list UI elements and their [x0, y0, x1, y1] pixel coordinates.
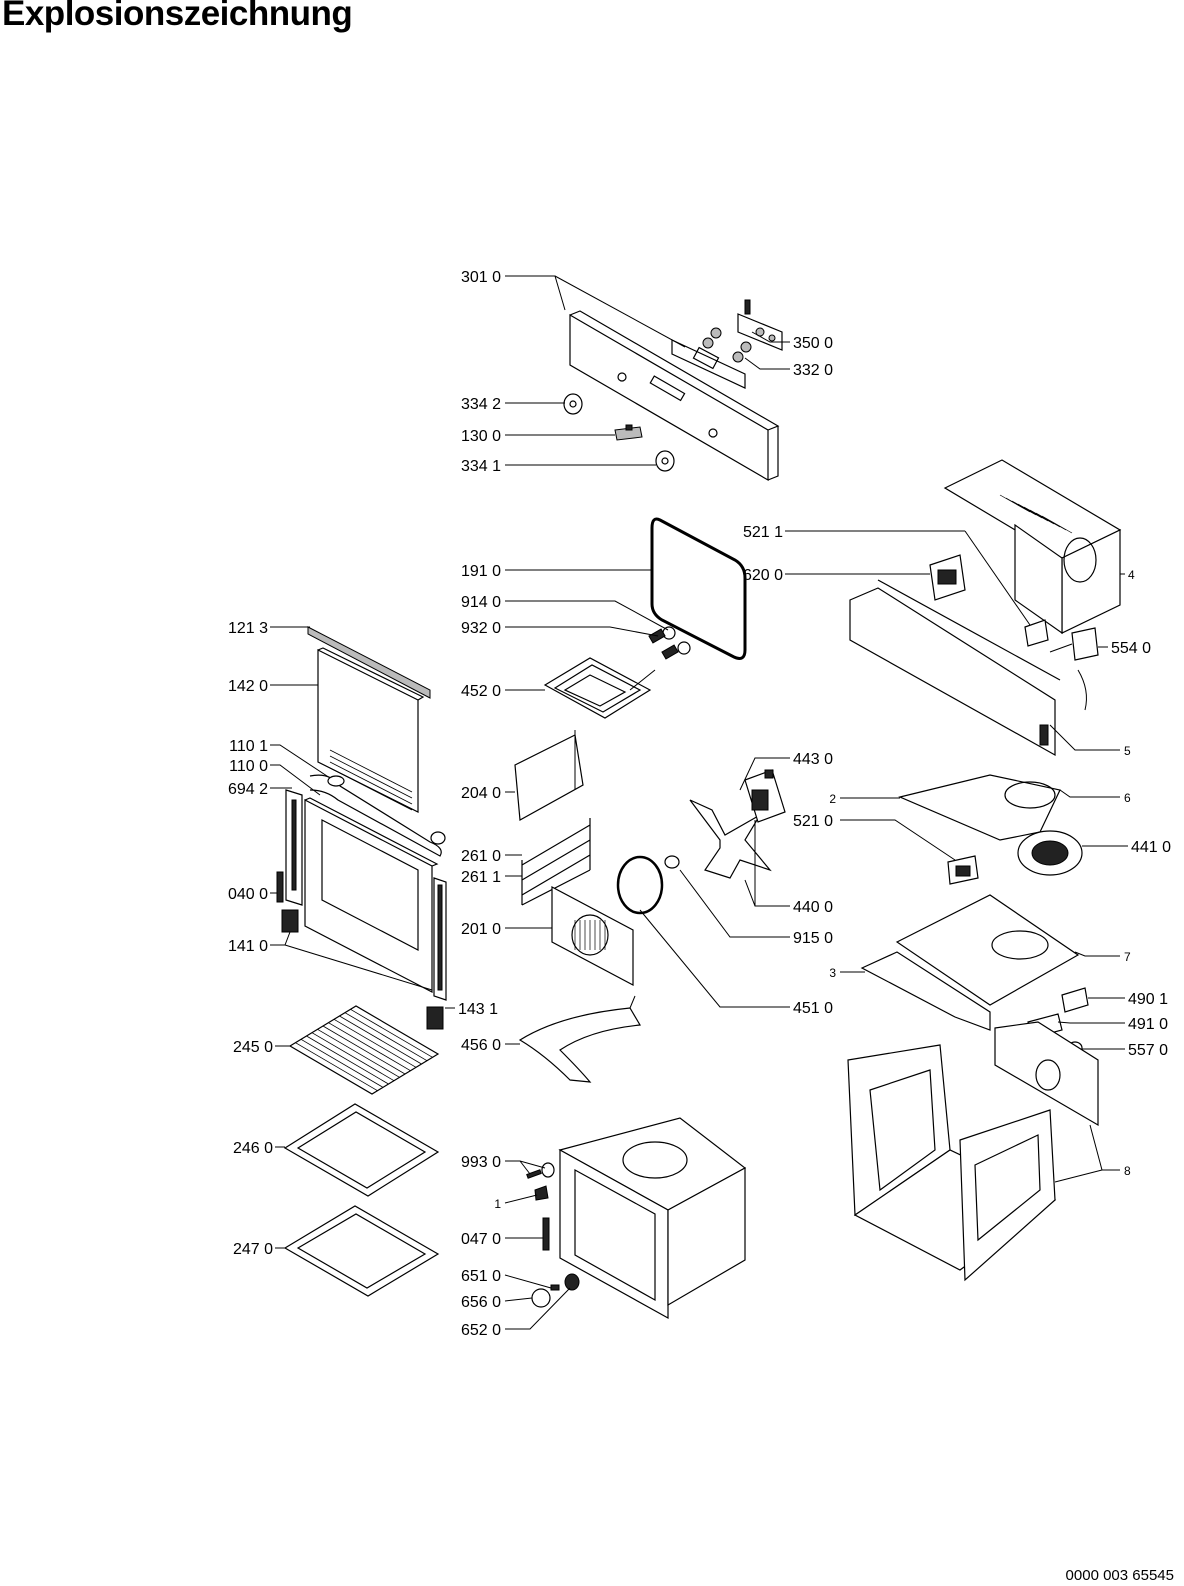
callout-labels: 301 0 350 0 332 0 334 2 130 0 334 1 521 …: [228, 269, 1171, 1339]
callout: 557 0: [1128, 1042, 1168, 1059]
callout: 5: [1124, 744, 1131, 758]
grill-heating-element-part: [543, 657, 656, 719]
callout: 130 0: [461, 428, 501, 445]
callout: 652 0: [461, 1322, 501, 1339]
callout: 915 0: [793, 930, 833, 947]
callout: 334 2: [461, 396, 501, 413]
ring-heater-part: [616, 855, 664, 915]
callout: 110 1: [229, 738, 268, 755]
callout: 245 0: [233, 1039, 273, 1056]
callout: 247 0: [233, 1241, 273, 1258]
baking-tray-part: [283, 1103, 440, 1197]
oven-door-seal-part: [650, 517, 747, 660]
callout: 246 0: [233, 1140, 273, 1157]
callout: 440 0: [793, 899, 833, 916]
switch-part: [947, 855, 979, 885]
fan-motor-part: [744, 769, 786, 823]
callout: 047 0: [461, 1231, 501, 1248]
callout: 141 0: [228, 938, 268, 955]
relay-part: [929, 554, 966, 601]
callout: 3: [829, 966, 836, 980]
callout: 491 0: [1128, 1016, 1168, 1033]
callout: 2: [829, 792, 836, 806]
callout: 456 0: [461, 1037, 501, 1054]
bottom-heating-element-part: [518, 995, 641, 1083]
callout: 656 0: [461, 1294, 501, 1311]
callout: 201 0: [461, 921, 501, 938]
housing-side-panel-part: [994, 1021, 1099, 1127]
small-fittings-part: [526, 1162, 580, 1308]
callout: 334 1: [461, 458, 501, 475]
callout: 443 0: [793, 751, 833, 768]
page-title: Explosionszeichnung: [2, 0, 353, 33]
front-frame-part: [849, 579, 1061, 757]
knob-part: [563, 393, 583, 415]
thermostat-part: [1024, 619, 1049, 647]
front-strip-part: [860, 951, 991, 1031]
door-glass-part: [317, 647, 425, 813]
callout: 521 1: [743, 524, 783, 541]
callout: 620 0: [743, 567, 783, 584]
control-panel-part: [569, 310, 780, 482]
shelf-support-part: [514, 730, 584, 821]
callout: 350 0: [793, 335, 833, 352]
bottom-cover-part: [895, 894, 1080, 1006]
callout: 8: [1124, 1164, 1131, 1178]
callout: 521 0: [793, 813, 833, 830]
callout: 6: [1124, 791, 1131, 805]
callout: 110 0: [229, 758, 268, 775]
shelf-guides-part: [521, 818, 591, 906]
callout: 694 2: [228, 781, 268, 798]
callout: 441 0: [1131, 839, 1171, 856]
callout: 191 0: [461, 563, 501, 580]
callout: 490 1: [1128, 991, 1168, 1008]
air-duct-part: [898, 774, 1061, 841]
heater-nuts-part: [648, 626, 691, 660]
callout: 451 0: [793, 1000, 833, 1017]
wire-rack-part: [288, 1005, 440, 1095]
cooling-fan-part: [1017, 830, 1083, 876]
callout: 1: [494, 1197, 501, 1211]
knob-part-2: [655, 450, 675, 472]
door-top-trim-part: [307, 626, 431, 699]
callout: 121 3: [228, 620, 268, 637]
callout: 142 0: [228, 678, 268, 695]
leader-lines: [270, 275, 1128, 1330]
callout: 554 0: [1111, 640, 1151, 657]
top-cover-part: [943, 459, 1122, 635]
callout: 332 0: [793, 362, 833, 379]
bracket-part: [614, 424, 643, 441]
selector-switches-part: [702, 327, 752, 363]
callout: 040 0: [228, 886, 268, 903]
door-hinge-left-part: [276, 789, 303, 933]
callout: 301 0: [461, 269, 501, 286]
callout: 651 0: [461, 1268, 501, 1285]
oven-housing-part: [847, 1044, 1057, 1282]
oven-cavity-part: [558, 1117, 747, 1320]
door-hinge-right-part: [426, 877, 447, 1030]
callout: 204 0: [461, 785, 501, 802]
timer-part: [1049, 627, 1099, 711]
callout: 7: [1124, 950, 1131, 964]
callout: 914 0: [461, 594, 501, 611]
document-number: 0000 003 65545: [1065, 1567, 1174, 1584]
electronics-module-part: [737, 299, 783, 351]
callout: 4: [1128, 568, 1135, 582]
callout: 993 0: [461, 1154, 501, 1171]
fan-wheel-part: [664, 799, 772, 879]
baking-tray-deep-part: [283, 1205, 440, 1297]
callout: 261 0: [461, 848, 501, 865]
callout: 932 0: [461, 620, 501, 637]
outer-door-part: [304, 797, 439, 993]
rear-panel-part: [551, 886, 634, 986]
callout: 452 0: [461, 683, 501, 700]
callout: 143 1: [458, 1001, 498, 1018]
callout: 261 1: [461, 869, 501, 886]
